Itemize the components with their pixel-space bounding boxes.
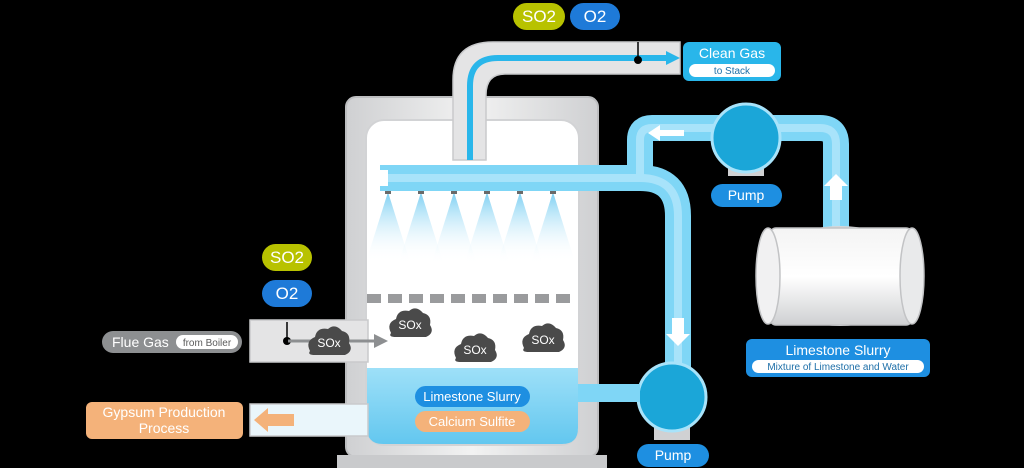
pump-bottom-label: Pump bbox=[637, 444, 709, 467]
svg-text:Calcium Sulfite: Calcium Sulfite bbox=[429, 414, 516, 429]
svg-text:O2: O2 bbox=[584, 7, 607, 26]
svg-text:SOx: SOx bbox=[317, 336, 340, 350]
svg-text:SOx: SOx bbox=[531, 333, 554, 347]
left-so2-badge: SO2 bbox=[262, 244, 312, 271]
svg-text:Process: Process bbox=[139, 420, 190, 436]
top-so2-badge: SO2 bbox=[513, 3, 565, 30]
svg-text:SOx: SOx bbox=[463, 343, 486, 357]
sox-cloud: SOx bbox=[389, 308, 432, 337]
limestone-slurry-tank bbox=[755, 226, 925, 326]
svg-text:Limestone Slurry: Limestone Slurry bbox=[785, 342, 890, 358]
svg-text:from Boiler: from Boiler bbox=[183, 338, 232, 349]
sox-cloud: SOx bbox=[308, 326, 351, 355]
svg-text:Gypsum Production: Gypsum Production bbox=[103, 404, 226, 420]
svg-text:SO2: SO2 bbox=[270, 248, 304, 267]
limestone-slurry-tank-label: Limestone Slurry Mixture of Limestone an… bbox=[746, 339, 930, 377]
svg-text:SO2: SO2 bbox=[522, 7, 556, 26]
svg-text:Flue Gas: Flue Gas bbox=[112, 334, 169, 350]
pump-bottom bbox=[636, 361, 708, 440]
spray-nozzles bbox=[366, 188, 575, 262]
absorber-limestone-slurry-label: Limestone Slurry bbox=[415, 386, 530, 407]
svg-text:O2: O2 bbox=[276, 284, 299, 303]
pump-top-label: Pump bbox=[711, 184, 782, 207]
clean-gas-arrowhead bbox=[666, 51, 680, 65]
clean-gas-label: Clean Gas to Stack bbox=[683, 42, 781, 81]
svg-text:Limestone Slurry: Limestone Slurry bbox=[423, 389, 521, 404]
svg-text:SOx: SOx bbox=[398, 318, 421, 332]
recirculation-flow-arrows bbox=[648, 125, 848, 346]
absorber-packing-tray bbox=[367, 294, 570, 303]
header-pipe-end bbox=[380, 170, 388, 186]
gypsum-flow-arrow bbox=[254, 408, 294, 432]
pump-top bbox=[710, 102, 782, 176]
sox-cloud: SOx bbox=[522, 323, 565, 352]
svg-text:Clean Gas: Clean Gas bbox=[699, 45, 765, 61]
flue-gas-arrowhead bbox=[374, 334, 388, 348]
sox-cloud: SOx bbox=[454, 333, 497, 362]
svg-text:Pump: Pump bbox=[728, 187, 765, 203]
gypsum-production-label: Gypsum Production Process bbox=[86, 402, 243, 439]
pump-to-absorber-pipe bbox=[578, 384, 640, 402]
svg-text:to Stack: to Stack bbox=[714, 66, 751, 77]
svg-text:Pump: Pump bbox=[655, 447, 692, 463]
flue-gas-label: Flue Gas from Boiler bbox=[102, 331, 242, 353]
svg-text:Mixture of Limestone and Water: Mixture of Limestone and Water bbox=[767, 362, 909, 373]
absorber-calcium-sulfite-label: Calcium Sulfite bbox=[415, 411, 530, 432]
top-o2-badge: O2 bbox=[570, 3, 620, 30]
clean-gas-flow-arrow bbox=[467, 55, 668, 160]
left-o2-badge: O2 bbox=[262, 280, 312, 307]
